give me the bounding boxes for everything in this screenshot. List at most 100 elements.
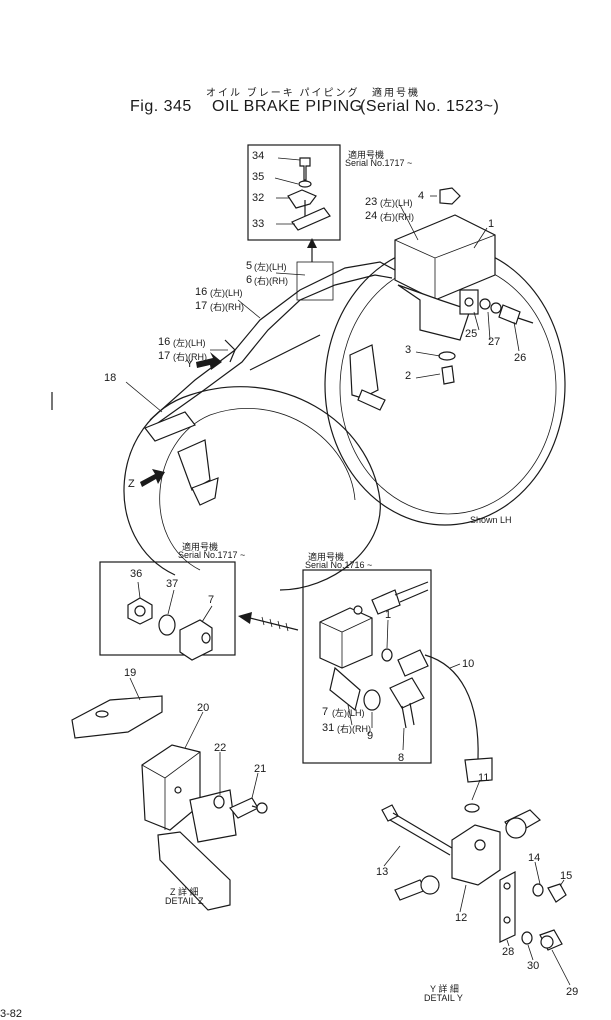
callout-24: 24: [365, 210, 378, 222]
fitting-lower: [397, 649, 429, 677]
inset-top-box: [247, 144, 341, 241]
callout-16b-side: (左)(LH): [173, 338, 206, 348]
callout-13: 13: [376, 866, 389, 878]
bolt-8: [389, 677, 425, 709]
callout-11: 11: [478, 772, 490, 784]
washer-27b: [490, 302, 502, 314]
callout-7b-side: (左)(LH): [332, 708, 365, 718]
inset-left-serial: Serial No.1717 ~: [178, 550, 246, 560]
tire-front-inner: [159, 408, 356, 571]
page-title: OIL BRAKE PIPING: [212, 98, 363, 115]
callout-3: 3: [405, 344, 412, 356]
callout-28: 28: [502, 946, 515, 958]
callout-7b: 7: [322, 706, 329, 718]
callout-26: 26: [514, 352, 527, 364]
page-number: 3-82: [0, 1008, 23, 1020]
union-upper: [371, 589, 401, 615]
callout-4: 4: [418, 190, 425, 202]
brake-pipe-mid: [249, 334, 321, 371]
plate-28: [499, 871, 516, 943]
clamp-32: [287, 189, 317, 209]
callout-1: 1: [488, 218, 495, 230]
detail-y-caption: DETAIL Y: [424, 993, 463, 1003]
tire-front: [123, 386, 381, 591]
callout-34: 34: [252, 150, 265, 162]
washer-27a: [479, 298, 491, 310]
callout-5-side: (左)(LH): [254, 262, 287, 272]
callout-22: 22: [214, 742, 227, 754]
washer-14: [532, 883, 544, 897]
callout-33: 33: [252, 218, 265, 230]
callout-20: 20: [197, 702, 210, 714]
brake-pipe-upper: [149, 261, 396, 421]
washer-37: [158, 614, 176, 636]
callout-27: 27: [488, 336, 501, 348]
callout-35: 35: [252, 171, 265, 183]
callout-10: 10: [462, 658, 475, 670]
inset-top-serial: Serial No.1717 ~: [345, 158, 413, 168]
clamp-bracket: [349, 344, 379, 399]
callout-17a-side: (右)(RH): [210, 302, 244, 312]
detail-z-caption: DETAIL Z: [165, 896, 204, 906]
callout-8: 8: [398, 752, 405, 764]
washer-35: [298, 180, 312, 188]
washer-11: [464, 803, 480, 813]
figure-number: Fig. 345: [130, 98, 192, 115]
callout-31: 31: [322, 722, 335, 734]
callout-24-side: (右)(RH): [380, 212, 414, 222]
callout-7: 7: [208, 594, 215, 606]
brake-housing: [394, 214, 496, 301]
inset-right-box: [302, 569, 432, 764]
washer-upper: [381, 648, 393, 662]
callout-21: 21: [254, 763, 267, 775]
callout-18: 18: [104, 372, 117, 384]
bolt-13: [381, 804, 399, 822]
callout-16a: 16: [195, 286, 208, 298]
callout-17b-side: (右)(RH): [173, 352, 207, 362]
washer-3: [438, 351, 456, 361]
detail-y-jp: Y 詳 細: [430, 984, 459, 994]
title-applicable-japanese: 適用号機: [372, 88, 420, 99]
arrow-y: [196, 352, 222, 370]
washer-9: [363, 689, 381, 711]
inset-left-jp: 適用号機: [182, 542, 219, 552]
callout-1-inset: 1: [385, 609, 392, 621]
bolt-2: [441, 365, 455, 385]
callout-25: 25: [465, 328, 478, 340]
inset-right-serial: Serial No.1716 ~: [305, 560, 373, 570]
brake-pipe-lower: [154, 274, 393, 426]
pipe-33: [291, 207, 331, 231]
callout-29: 29: [566, 986, 579, 998]
bracket-20-main: [177, 439, 211, 491]
callout-37: 37: [166, 578, 179, 590]
serial-range: (Serial No. 1523~): [360, 98, 500, 115]
view-z-label: Z: [128, 478, 135, 490]
callout-9: 9: [367, 730, 374, 742]
adapter-7: [179, 619, 213, 661]
block-7-31: [319, 607, 373, 669]
view-y-label: Y: [186, 358, 194, 370]
bolt-26: [498, 304, 521, 325]
housing-lower: [397, 284, 471, 341]
bracket-18: [144, 411, 196, 442]
callout-5: 5: [246, 260, 253, 272]
callout-23-side: (左)(LH): [380, 198, 413, 208]
washer-22: [213, 795, 225, 809]
hatched-arrow: [249, 617, 299, 631]
bracket-20: [141, 744, 201, 831]
callout-17a: 17: [195, 300, 208, 312]
nut-4: [439, 187, 461, 205]
callout-23: 23: [365, 196, 378, 208]
callout-16b: 16: [158, 336, 171, 348]
shown-lh-note: Shown LH: [470, 515, 512, 525]
callout-2: 2: [405, 370, 412, 382]
callout-6: 6: [246, 274, 253, 286]
callout-30: 30: [527, 960, 540, 972]
callout-17b: 17: [158, 350, 171, 362]
callout-32: 32: [252, 192, 265, 204]
callout-12: 12: [455, 912, 468, 924]
washer-30: [521, 931, 533, 945]
hose-10: [424, 654, 479, 761]
bolt-21: [229, 797, 259, 819]
